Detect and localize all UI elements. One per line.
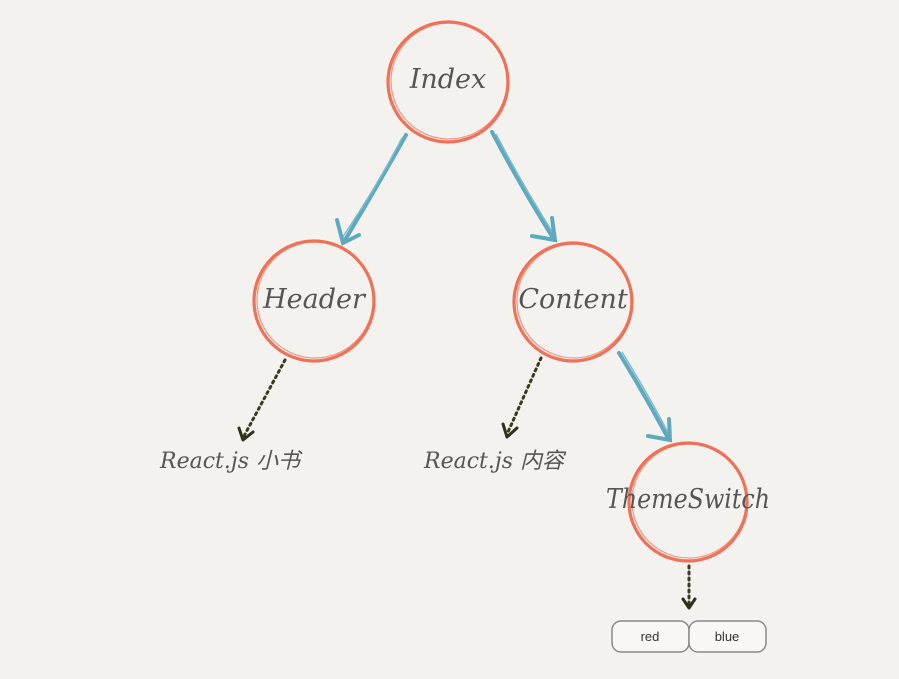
edge-index-header: [335, 133, 408, 246]
blue-button[interactable]: blue: [688, 620, 767, 653]
header-output-text: React.js 小书: [159, 449, 303, 474]
red-button[interactable]: red: [611, 620, 690, 653]
edge-index-content: [490, 130, 558, 243]
edge-content-text: [501, 356, 543, 439]
node-content: Content: [512, 241, 634, 363]
node-content-label: Content: [518, 284, 628, 315]
edge-themeswitch-buttons: [681, 564, 697, 610]
node-header: Header: [252, 239, 376, 363]
node-index: Index: [386, 20, 510, 144]
edge-header-text: [237, 358, 287, 442]
node-themeswitch-label: ThemeSwitch: [606, 484, 770, 515]
red-button-label: red: [641, 629, 660, 644]
blue-button-label: blue: [715, 629, 740, 644]
node-themeswitch: ThemeSwitch: [606, 441, 770, 563]
node-index-label: Index: [409, 64, 487, 95]
edge-content-themeswitch: [617, 351, 673, 443]
node-header-label: Header: [262, 284, 367, 315]
content-output-text: React.js 内容: [423, 449, 567, 474]
